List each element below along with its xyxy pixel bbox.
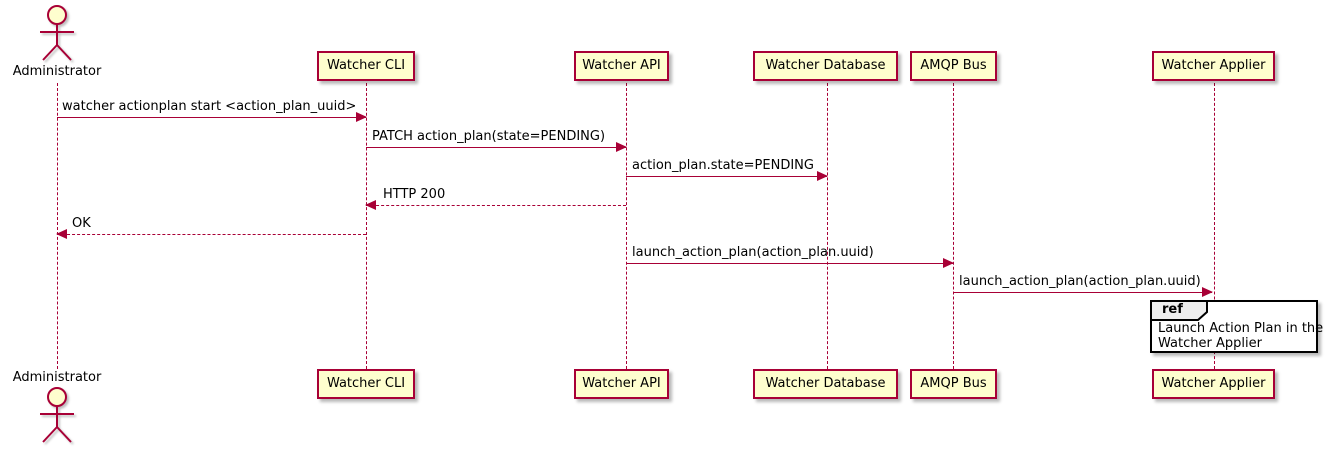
actor-label-bottom: Administrator — [12, 370, 102, 385]
participant-watcher-api-bottom: Watcher API — [574, 369, 669, 399]
participant-watcher-database-top: Watcher Database — [753, 51, 898, 81]
message-label: HTTP 200 — [383, 187, 446, 202]
actor-icon — [40, 5, 74, 61]
arrowhead-icon — [365, 200, 376, 210]
message-label: PATCH action_plan(state=PENDING) — [372, 129, 606, 144]
actor-label-top: Administrator — [12, 64, 102, 79]
participant-watcher-applier-top: Watcher Applier — [1152, 51, 1275, 81]
arrowhead-icon — [356, 112, 367, 122]
ref-keyword: ref — [1162, 302, 1183, 317]
message-label: watcher actionplan start <action_plan_uu… — [62, 99, 357, 114]
message-label: action_plan.state=PENDING — [632, 158, 814, 173]
ref-tab-shape — [1150, 300, 1208, 321]
participant-watcher-applier-bottom: Watcher Applier — [1152, 369, 1275, 399]
ref-fragment: ref Launch Action Plan in the Watcher Ap… — [1150, 300, 1323, 353]
lifeline-administrator — [57, 83, 58, 369]
participant-watcher-database-bottom: Watcher Database — [753, 369, 898, 399]
participant-watcher-cli-bottom: Watcher CLI — [317, 369, 415, 399]
ref-text-line2: Watcher Applier — [1158, 336, 1262, 351]
message-label: launch_action_plan(action_plan.uuid) — [959, 274, 1201, 289]
lifeline-watcher-database — [827, 83, 828, 369]
lifeline-amqp-bus — [953, 83, 954, 369]
message-label: launch_action_plan(action_plan.uuid) — [632, 245, 874, 260]
actor-icon — [40, 387, 74, 443]
arrowhead-icon — [817, 171, 828, 181]
arrowhead-icon — [616, 142, 627, 152]
arrowhead-icon — [1202, 287, 1213, 297]
arrowhead-icon — [56, 229, 67, 239]
participant-watcher-api-top: Watcher API — [574, 51, 669, 81]
lifeline-watcher-applier — [1214, 83, 1215, 369]
ref-text-line1: Launch Action Plan in the — [1158, 321, 1324, 336]
arrowhead-icon — [943, 258, 954, 268]
lifeline-watcher-api — [626, 83, 627, 369]
message-label: OK — [72, 216, 91, 231]
participant-watcher-cli-top: Watcher CLI — [317, 51, 415, 81]
participant-amqp-bus-bottom: AMQP Bus — [910, 369, 997, 399]
participant-amqp-bus-top: AMQP Bus — [910, 51, 997, 81]
lifeline-watcher-cli — [366, 83, 367, 369]
